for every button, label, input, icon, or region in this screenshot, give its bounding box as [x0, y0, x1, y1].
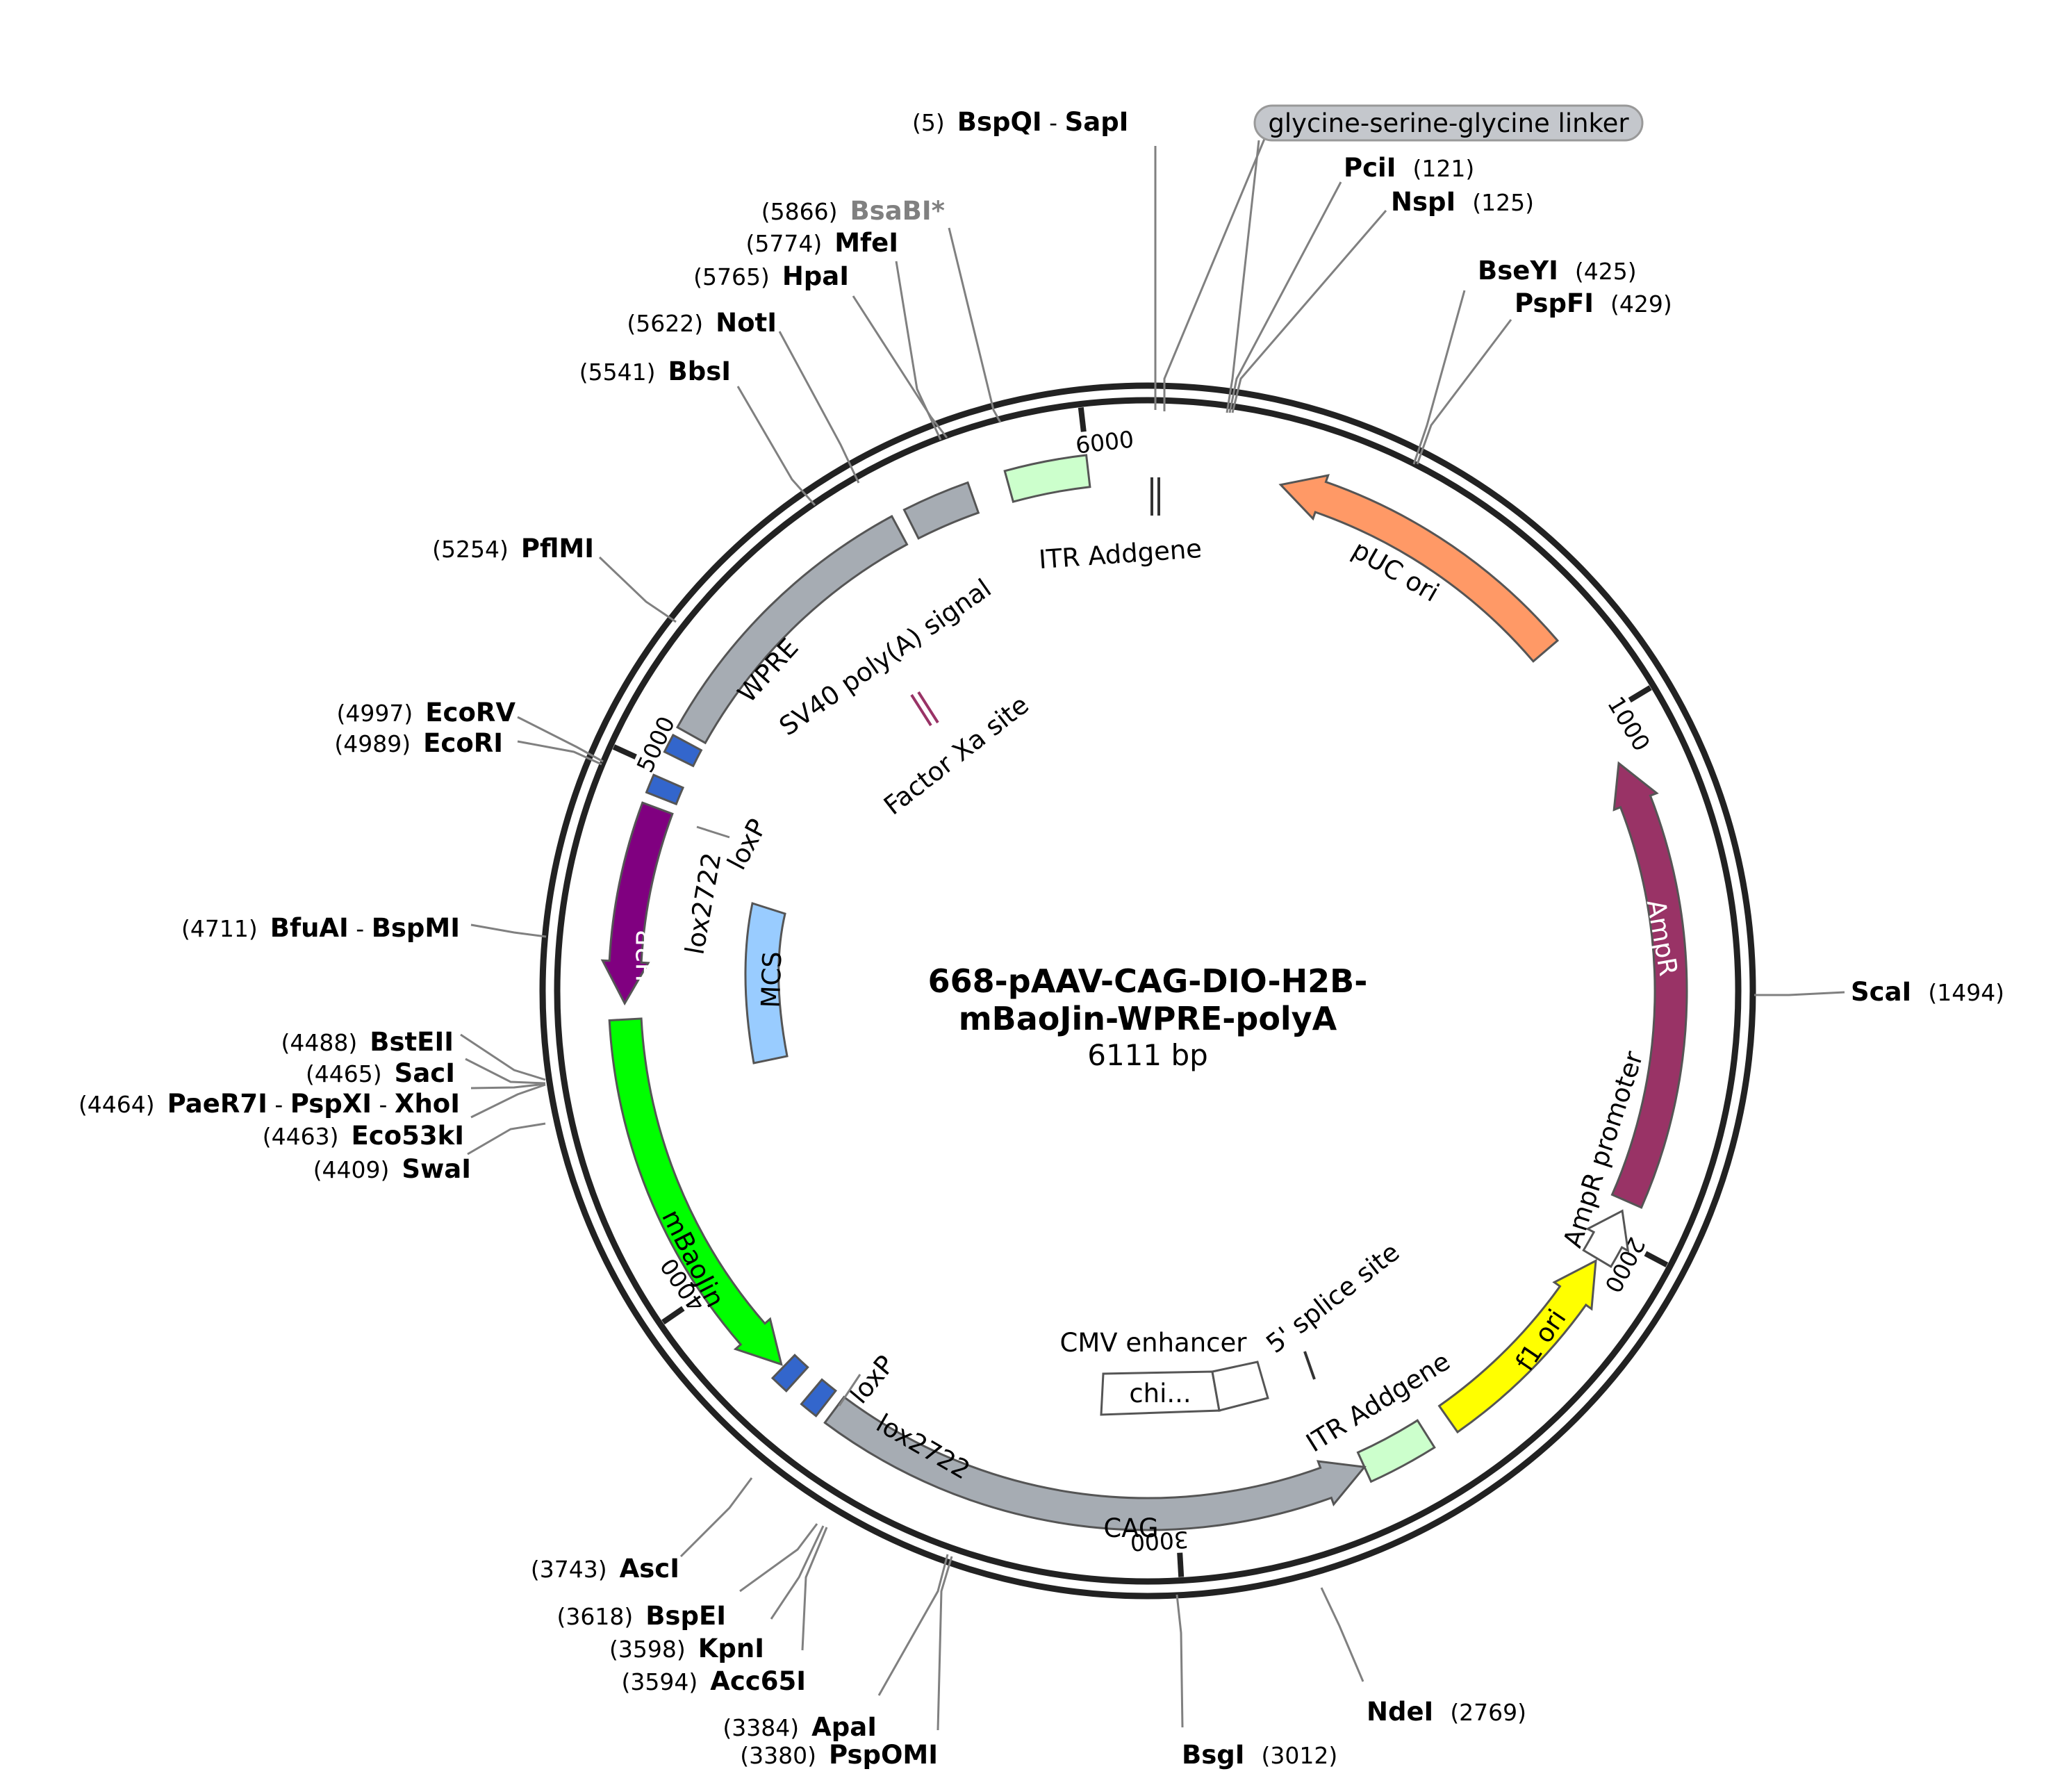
site-label-ecorv: (4997)EcoRV — [337, 698, 516, 728]
feature-loxp-1 — [770, 1354, 809, 1393]
splice-site-label: 5' splice site — [1260, 1237, 1405, 1359]
site-label-bspqi-sapi: (5)BspQI - SapI — [912, 107, 1128, 137]
site-label-pflmi: (5254)PflMI — [432, 534, 594, 564]
chi-label: chi... — [1129, 1379, 1191, 1408]
inner-features: MCS chi... CMV enhancer 5' splice site F… — [744, 690, 1405, 1416]
mcs-feature — [744, 902, 789, 1064]
title-line-2: mBaoJin-WPRE-polyA — [959, 1000, 1337, 1037]
feature-ampr — [1610, 761, 1688, 1209]
site-label-asci: (3743)AscI — [531, 1554, 679, 1584]
feature-ampr-promoter — [1582, 1209, 1630, 1268]
feature-f1ori — [1437, 1258, 1597, 1434]
site-label-bsteii: (4488)BstEII — [281, 1027, 454, 1057]
site-label-noti: (5622)NotI — [627, 308, 777, 338]
feature-cag — [823, 1395, 1367, 1531]
site-label-ecori: (4989)EcoRI — [334, 728, 503, 758]
feature-itr-1 — [1003, 454, 1091, 503]
tick-mark — [1644, 1251, 1669, 1267]
site-label-pspomi: (3380)PspOMI — [740, 1740, 938, 1770]
tick-mark — [1078, 407, 1087, 432]
site-label-kpni: (3598)KpnI — [609, 1634, 764, 1663]
site-label-saci: (4465)SacI — [306, 1058, 455, 1088]
site-label-bbsi: (5541)BbsI — [579, 356, 731, 386]
tick-label: 6000 — [1074, 425, 1135, 459]
tick-mark — [661, 1306, 685, 1325]
site-label-eco53ki: (4463)Eco53kI — [263, 1121, 464, 1151]
site-label-apai: (3384)ApaI — [723, 1712, 877, 1742]
site-label-bsgi: BsgI(3012) — [1182, 1740, 1337, 1770]
itr1-label: ITR Addgene — [1038, 534, 1203, 575]
plasmid-title: 668-pAAV-CAG-DIO-H2B- mBaoJin-WPRE-polyA… — [928, 962, 1368, 1072]
site-leaders — [460, 140, 1845, 1731]
loxp-1-label: loxP — [843, 1349, 900, 1409]
site-label-mfei: (5774)MfeI — [745, 228, 898, 258]
feature-wpre — [675, 514, 909, 745]
factor-xa-label: Factor Xa site — [878, 690, 1034, 821]
site-label-pspfi: PspFI(429) — [1515, 288, 1672, 318]
site-labels: (5)BspQI - SapI PciI(121) NspI(125) BseY… — [79, 107, 2004, 1770]
feature-pucori — [1278, 474, 1560, 663]
cag-label: CAG — [1103, 1513, 1158, 1543]
h2b-label: H2B — [632, 929, 661, 983]
loxp-2-label: loxP — [722, 814, 773, 875]
site-label-acc65i: (3594)Acc65I — [622, 1666, 807, 1696]
backbone — [539, 382, 1756, 1600]
factor-xa-mark — [910, 693, 932, 727]
site-label-bseyi: BseYI(425) — [1478, 256, 1637, 286]
lox2722-2-label: lox2722 — [679, 850, 727, 957]
itr2-label: ITR Addgene — [1301, 1346, 1455, 1458]
feature-h2b — [600, 801, 674, 1006]
site-label-ndei: NdeI(2769) — [1367, 1697, 1526, 1727]
plasmid-size: 6111 bp — [1087, 1038, 1208, 1072]
tick-mark — [612, 744, 637, 760]
feature-lox2722-1 — [800, 1378, 838, 1417]
tick-mark — [1628, 685, 1652, 703]
site-label-scai: ScaI(1494) — [1851, 977, 2004, 1007]
site-label-bsabi: (5866)BsaBI* — [761, 196, 945, 226]
feature-lox2722-2 — [645, 773, 685, 806]
features — [600, 454, 1688, 1531]
feature-sv40 — [902, 481, 980, 540]
gsg-marks — [1150, 477, 1160, 516]
tick-label: 1000 — [1602, 692, 1656, 756]
splice-site-mark — [1303, 1351, 1316, 1380]
cmv-enhancer-label: CMV enhancer — [1060, 1328, 1248, 1358]
gsg-linker-badge: glycine-serine-glycine linker — [1163, 104, 1644, 411]
site-label-bspei: (3618)BspEI — [557, 1601, 727, 1631]
site-label-paer7i-pspxi-xhoi: (4464)PaeR7I - PspXI - XhoI — [79, 1089, 460, 1119]
title-line-1: 668-pAAV-CAG-DIO-H2B- — [928, 962, 1368, 1000]
gsg-linker-label: glycine-serine-glycine linker — [1268, 108, 1629, 138]
site-label-pcii: PciI(121) — [1344, 153, 1474, 183]
tick-mark — [1177, 1552, 1185, 1577]
site-label-nspi: NspI(125) — [1391, 187, 1534, 217]
site-label-swai: (4409)SwaI — [313, 1154, 471, 1184]
site-label-bfuai-bspmi: (4711)BfuAI - BspMI — [181, 913, 460, 943]
site-label-hpai: (5765)HpaI — [693, 261, 849, 291]
feature-loxp-2 — [663, 733, 703, 768]
cmv-enhancer-feature — [1211, 1361, 1269, 1412]
mcs-label: MCS — [756, 951, 788, 1009]
feature-itr-2 — [1356, 1419, 1436, 1483]
feature-mbaojin — [608, 1017, 783, 1366]
